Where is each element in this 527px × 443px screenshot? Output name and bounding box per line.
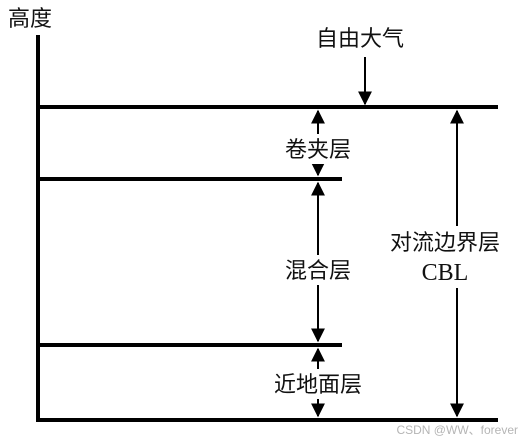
watermark-text: CSDN @WW、forever [396, 423, 518, 437]
surface-layer-label: 近地面层 [274, 373, 362, 398]
mixed-layer-label: 混合层 [285, 259, 351, 284]
y-axis-label: 高度 [8, 7, 52, 32]
cbl-abbrev-label: CBL [422, 260, 469, 286]
cbl-label: 对流边界层 [390, 231, 500, 256]
free-atmosphere-label: 自由大气 [316, 27, 404, 52]
entrainment-layer-label: 卷夹层 [285, 138, 351, 163]
